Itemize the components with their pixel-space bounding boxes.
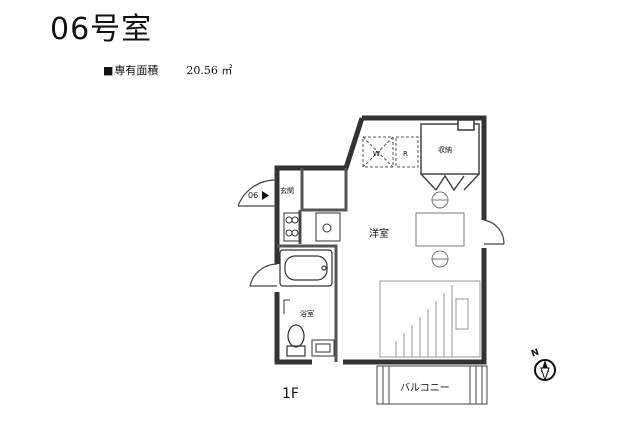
area-label: 専有面積	[103, 62, 158, 78]
stove	[283, 212, 301, 242]
shower	[283, 299, 290, 314]
inner-walls	[277, 168, 348, 362]
unit-title: 06号室	[50, 12, 153, 47]
washer-space	[362, 136, 419, 168]
compass-north: N	[530, 348, 541, 360]
area-value: 20.56 ㎡	[186, 64, 233, 77]
door-number: 06	[248, 191, 258, 200]
area-row: 専有面積 20.56 ㎡	[103, 62, 232, 78]
loft-stairs	[379, 280, 481, 358]
compass-icon	[534, 359, 556, 382]
floor-label: 1F	[282, 386, 299, 402]
bathtub	[279, 249, 333, 287]
entrance-door	[237, 179, 278, 207]
lights	[415, 191, 465, 268]
entry-arrow-icon	[262, 191, 269, 200]
fridge-label: R	[403, 150, 408, 158]
main-room-label: 洋室	[369, 227, 389, 240]
balcony	[376, 365, 488, 405]
kitchen-sink	[315, 212, 341, 242]
washer-label: W	[373, 150, 380, 158]
window-right	[483, 219, 505, 245]
entrance-label: 玄関	[280, 186, 294, 195]
balcony-label: バルコニー	[400, 382, 450, 394]
storage-label: 収納	[438, 145, 452, 154]
outer-walls	[274, 115, 487, 365]
toilet	[286, 324, 306, 357]
bath-door	[249, 263, 278, 287]
wash-basin	[311, 339, 335, 357]
bath-label: 浴室	[300, 309, 314, 318]
storage-closet	[420, 119, 480, 192]
